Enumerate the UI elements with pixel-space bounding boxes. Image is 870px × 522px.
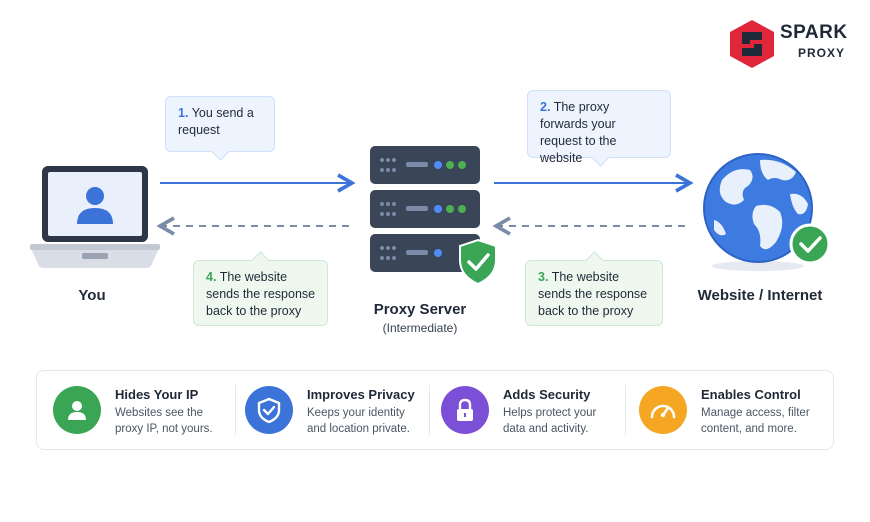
feature-improves-privacy-desc: Keeps your identity and location private… — [307, 407, 410, 435]
features-panel: Hides Your IP Websites see the proxy IP,… — [36, 370, 834, 450]
shield-check-icon — [257, 397, 281, 423]
step-3-text: The website sends the response back to t… — [538, 270, 648, 318]
step-1-text: You send a request — [178, 106, 254, 137]
node-website-label: Website / Internet — [697, 287, 823, 304]
step-2-callout: 2. The proxy forwards your request to th… — [527, 90, 671, 167]
gauge-icon — [650, 404, 676, 419]
brand-logo: SPARK PROXY — [728, 18, 858, 72]
feature-enables-control: Enables Control Manage access, filter co… — [631, 371, 833, 449]
feature-enables-control-desc: Manage access, filter content, and more. — [701, 407, 810, 435]
feature-hides-ip-badge — [53, 386, 101, 434]
step-4-text: The website sends the response back to t… — [206, 270, 316, 318]
feature-improves-privacy: Improves Privacy Keeps your identity and… — [237, 371, 437, 449]
feature-improves-privacy-title: Improves Privacy — [307, 387, 415, 402]
feature-adds-security-desc: Helps protect your data and activity. — [503, 407, 597, 435]
brand-name: SPARK — [780, 22, 848, 43]
node-you-label: You — [78, 287, 106, 304]
feature-hides-ip: Hides Your IP Websites see the proxy IP,… — [37, 371, 237, 449]
brand-subtitle: PROXY — [798, 46, 846, 60]
laptop-icon — [30, 166, 160, 268]
feature-enables-control-title: Enables Control — [701, 387, 801, 402]
step-3-number: 3. — [538, 270, 549, 284]
step-3-callout: 3. The website sends the response back t… — [525, 251, 663, 326]
feature-hides-ip-title: Hides Your IP — [115, 387, 199, 402]
node-proxy-label: Proxy Server — [373, 301, 467, 318]
globe-icon — [703, 153, 831, 271]
step-4-callout: 4. The website sends the response back t… — [193, 251, 328, 326]
feature-adds-security-badge — [441, 386, 489, 434]
feature-divider — [625, 385, 626, 435]
feature-divider — [429, 385, 430, 435]
feature-improves-privacy-badge — [245, 386, 293, 434]
user-icon — [68, 401, 86, 420]
step-2-text: The proxy forwards your request to the w… — [540, 100, 617, 165]
feature-enables-control-badge — [639, 386, 687, 434]
feature-adds-security: Adds Security Helps protect your data an… — [433, 371, 633, 449]
node-proxy-sublabel: (Intermediate) — [382, 321, 458, 335]
spark-logo-icon — [730, 20, 774, 68]
step-2-number: 2. — [540, 100, 551, 114]
feature-divider — [235, 385, 236, 435]
step-4-number: 4. — [206, 270, 217, 284]
lock-icon — [457, 398, 473, 421]
step-1-callout: 1. You send a request — [165, 96, 275, 161]
server-icon — [370, 146, 497, 286]
feature-hides-ip-desc: Websites see the proxy IP, not yours. — [115, 407, 213, 435]
feature-adds-security-title: Adds Security — [503, 387, 591, 402]
step-1-number: 1. — [178, 106, 189, 120]
